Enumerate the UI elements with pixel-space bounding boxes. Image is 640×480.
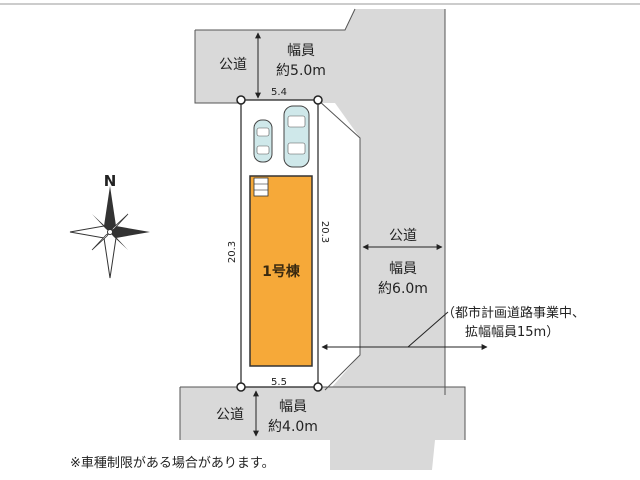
south-road-width-label: 幅員 bbox=[279, 399, 307, 415]
east-road bbox=[325, 9, 445, 395]
east-road-width-value: 約6.0m bbox=[378, 281, 428, 297]
note-leader-line bbox=[407, 311, 449, 348]
footnote: ※車種制限がある場合があります。 bbox=[70, 455, 275, 471]
south-road-outline bbox=[179, 386, 466, 440]
lot-bottom-dim: 5.5 bbox=[271, 377, 287, 388]
building bbox=[249, 175, 313, 367]
east-road-note-line2: 拡幅幅員15m） bbox=[465, 325, 559, 340]
east-road-name: 公道 bbox=[389, 228, 417, 244]
car-small bbox=[253, 119, 273, 163]
lot-corner-se bbox=[313, 382, 323, 392]
north-road-width-value: 約5.0m bbox=[276, 63, 326, 79]
car-large bbox=[283, 105, 310, 168]
lot-corner-sw bbox=[236, 382, 246, 392]
lot-top-dim: 5.4 bbox=[271, 87, 287, 98]
east-road-inner-outline bbox=[317, 99, 361, 391]
east-road-note-line1: （都市計画道路事業中、 bbox=[442, 305, 585, 321]
south-road bbox=[180, 387, 465, 470]
lot-corner-ne bbox=[313, 95, 323, 105]
lot-left-dim: 20.3 bbox=[227, 241, 238, 263]
north-road-top-outline bbox=[195, 8, 356, 31]
north-road-name: 公道 bbox=[219, 57, 247, 73]
south-road-name: 公道 bbox=[216, 407, 244, 423]
lot-right-dim: 20.3 bbox=[319, 221, 330, 243]
compass-label: N bbox=[104, 172, 117, 190]
north-road-outline bbox=[194, 30, 240, 104]
south-road-width-value: 約4.0m bbox=[268, 419, 318, 435]
building-label: 1号棟 bbox=[262, 263, 301, 280]
entrance-steps bbox=[253, 177, 269, 197]
north-road-width-label: 幅員 bbox=[287, 43, 315, 59]
lot-corner-nw bbox=[236, 95, 246, 105]
compass-rose-icon bbox=[69, 186, 150, 279]
east-road-width-label: 幅員 bbox=[389, 261, 417, 277]
